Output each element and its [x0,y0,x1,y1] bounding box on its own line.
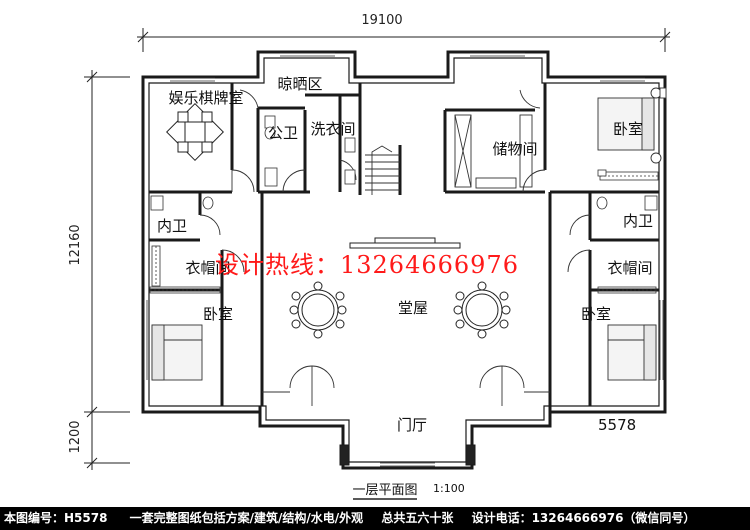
footer-banner: 本图编号：H5578 一套完整图纸包括方案/建筑/结构/水电/外观 总共五六十张… [0,507,750,530]
dim-total-depth: 12160 [68,224,83,265]
footer-plan-id: 本图编号：H5578 [4,511,108,525]
room-label-bedroom-east: 卧室 [581,305,611,323]
room-label-foyer: 门厅 [397,416,427,434]
room-label-hall: 堂屋 [398,299,428,317]
room-label-entertainment: 娱乐棋牌室 [168,89,243,107]
drawing-title: 一层平面图 [352,483,417,498]
dim-total-width: 19100 [361,13,402,28]
room-label-public-bath: 公卫 [268,124,298,142]
windows [143,52,664,467]
dim-porch-depth: 1200 [68,420,83,453]
footer-sheet-count: 总共五六十张 [381,511,454,525]
closet-fixtures [149,171,659,294]
sanitary-fixtures [150,115,658,211]
floor-plan-drawing: 19100 12160 1200 [68,13,671,500]
storage-shelves [454,114,533,189]
card-table [166,103,224,161]
dimension-lines [84,28,671,470]
drawing-scale: 1:100 [433,482,465,495]
room-label-bedroom-ne: 卧室 [613,120,643,138]
room-label-closet-west: 衣帽间 [185,259,230,277]
room-label-laundry: 洗衣间 [310,120,355,138]
design-hotline-watermark: 设计热线：13264666976 [215,251,519,279]
room-label-bath-east: 内卫 [623,212,653,230]
room-label-bath-west: 内卫 [157,217,187,235]
footer-contact: 设计电话：13264666976（微信同号） [471,511,696,525]
room-label-drying-area: 晾晒区 [277,75,322,93]
staircase [365,145,400,195]
beds [151,87,667,381]
room-label-closet-east: 衣帽间 [607,259,652,277]
room-label-storage: 储物间 [492,140,537,158]
room-label-bedroom-west: 卧室 [203,305,233,323]
footer-package: 一套完整图纸包括方案/建筑/结构/水电/外观 [129,511,364,525]
plan-number: 5578 [598,416,636,434]
door-swings [199,89,591,406]
walls [141,50,667,470]
dining-tables [289,237,511,339]
